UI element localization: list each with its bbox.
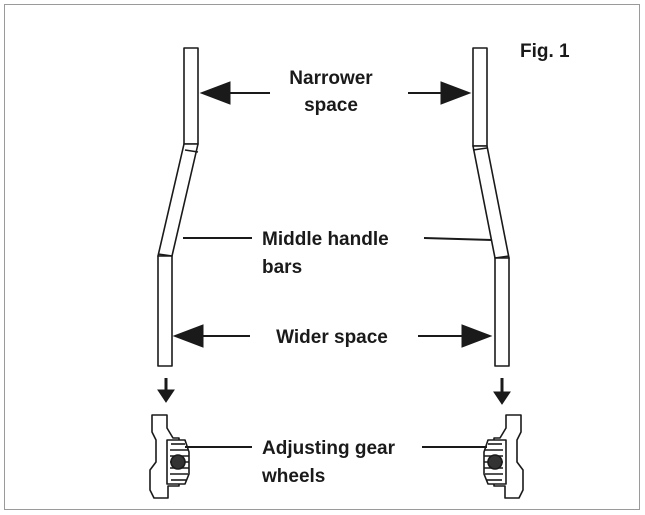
wider-space-label: Wider space: [276, 327, 388, 348]
right-gear-wheel-icon: [487, 454, 503, 470]
right-upper-joint: [472, 147, 488, 151]
middle-right-leader: [423, 237, 493, 241]
left-upper-joint: [184, 149, 199, 153]
adjusting-gear-wheels-label-line1: Adjusting gear: [262, 438, 396, 459]
wider-right-arrow-icon: [418, 324, 493, 348]
adjusting-gear-wheels-label-line2: wheels: [261, 466, 325, 487]
left-handle-bar: [157, 47, 199, 367]
right-gear-bracket: [483, 414, 524, 499]
wider-left-arrow-icon: [172, 324, 250, 348]
narrower-space-label-line1: Narrower: [289, 68, 373, 89]
right-insert-arrow-icon: [493, 378, 511, 405]
narrower-right-arrow-icon: [408, 81, 472, 105]
figure-label: Fig. 1: [520, 41, 570, 62]
left-insert-arrow-icon: [157, 378, 175, 403]
left-gear-wheel-icon: [170, 454, 186, 470]
figure-frame: [4, 4, 640, 510]
middle-handle-bars-label-line2: bars: [262, 257, 302, 278]
right-lower-joint: [494, 255, 510, 259]
narrower-space-label-line2: space: [304, 95, 358, 116]
left-lower-joint: [157, 253, 173, 257]
right-lower-tube: [494, 257, 510, 367]
left-lower-tube: [157, 255, 173, 367]
left-upper-tube: [183, 47, 199, 145]
right-handle-bar: [472, 47, 510, 367]
left-middle-bend: [157, 143, 199, 257]
middle-handle-bars-label-line1: Middle handle: [262, 229, 389, 250]
right-middle-bend: [472, 145, 510, 259]
narrower-left-arrow-icon: [199, 81, 270, 105]
right-upper-tube: [472, 47, 488, 147]
